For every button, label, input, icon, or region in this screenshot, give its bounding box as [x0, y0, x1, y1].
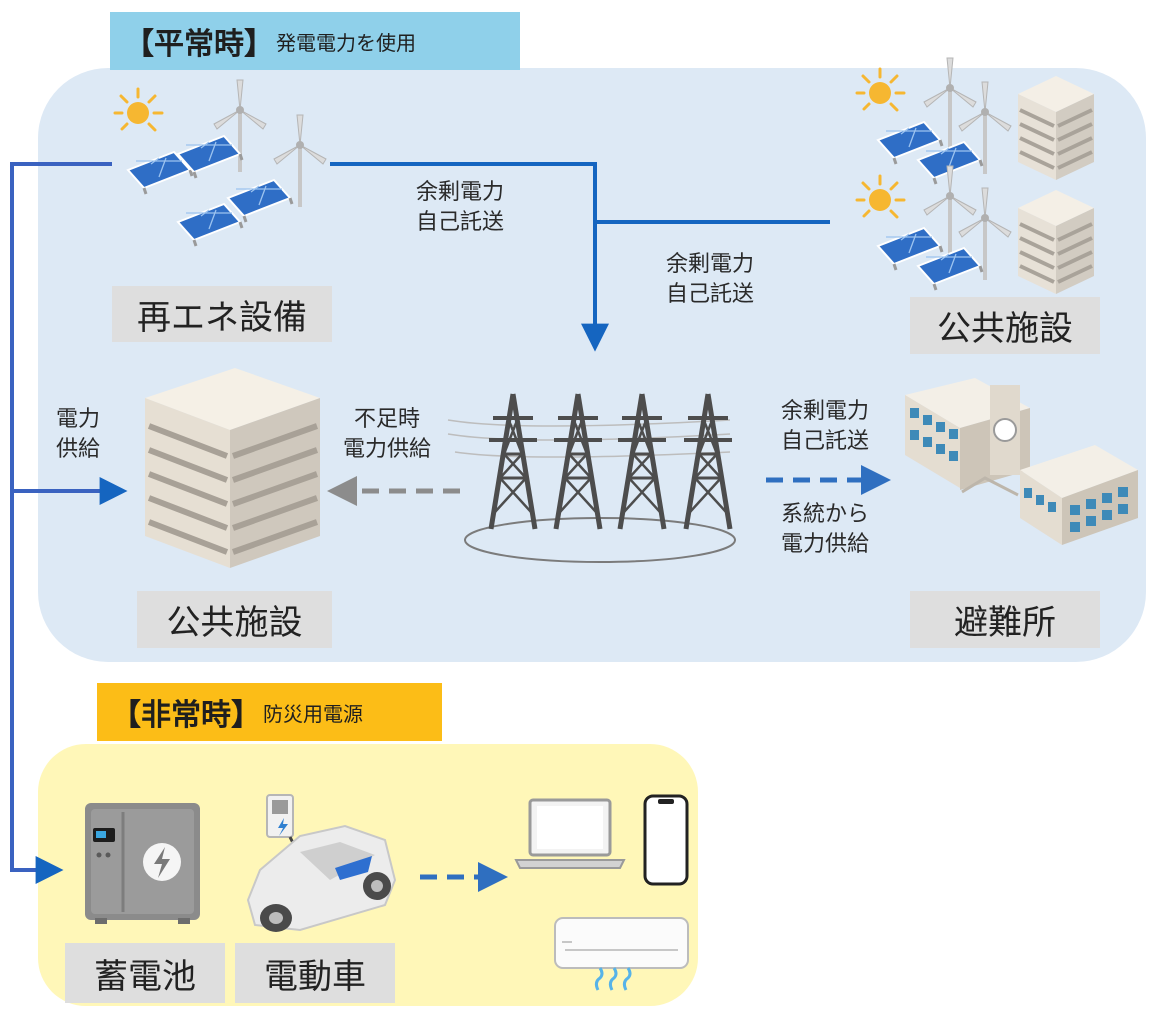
label-battery: 蓄電池 [65, 943, 225, 1003]
label-public-facility-mid: 公共施設 [137, 591, 332, 648]
note-grid-supply: 系統から 電力供給 [780, 502, 869, 557]
emergency-label: 【非常時】 [111, 698, 261, 733]
air-conditioner-icon [554, 917, 689, 991]
laptop-icon [514, 798, 626, 869]
note-shortage-supply: 不足時 電力供給 [342, 407, 431, 462]
label-public-facility-top: 公共施設 [910, 297, 1100, 354]
note-power-supply: 電力 供給 [55, 407, 100, 462]
smartphone-icon [643, 794, 689, 886]
battery-storage-icon [85, 803, 200, 924]
emergency-tag: 【非常時】 防災用電源 [97, 683, 442, 741]
label-electric-vehicle: 電動車 [235, 943, 395, 1003]
transmission-tower-icon [447, 394, 736, 563]
electric-car-icon [246, 824, 397, 932]
emergency-sub: 防災用電源 [263, 701, 363, 726]
normal-time-tag: 【平常時】 発電電力を使用 [110, 12, 520, 70]
label-renewable: 再エネ設備 [112, 286, 332, 342]
flow-arrows [10, 162, 891, 892]
normal-time-sub: 発電電力を使用 [276, 30, 416, 55]
note-surplus-self-transfer-3: 余剰電力 自己託送 [780, 399, 869, 454]
normal-time-label: 【平常時】 [124, 27, 274, 62]
building-icon [145, 368, 320, 568]
school-building-icon [905, 378, 1138, 545]
note-surplus-self-transfer-1: 余剰電力 自己託送 [415, 180, 504, 235]
building-icon [1016, 188, 1096, 296]
note-surplus-self-transfer-2: 余剰電力 自己託送 [665, 252, 754, 307]
building-icon [1016, 74, 1096, 182]
label-shelter: 避難所 [910, 591, 1100, 648]
